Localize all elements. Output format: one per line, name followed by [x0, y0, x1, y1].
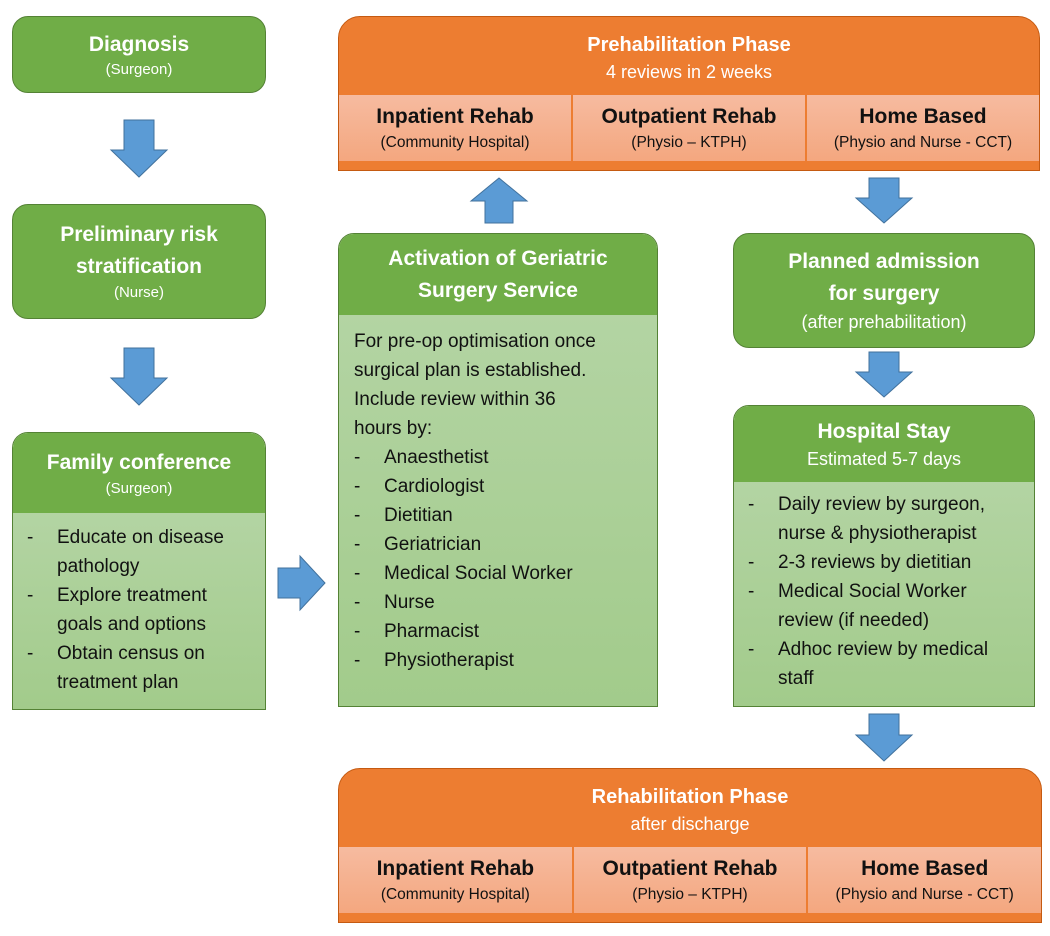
list-item: -Geriatrician	[354, 534, 482, 555]
arrow-down-icon	[109, 347, 169, 406]
activation-intro-line: Include review within 36	[354, 389, 556, 410]
diagnosis-box: Diagnosis (Surgeon)	[12, 16, 266, 93]
prehab-subtitle: 4 reviews in 2 weeks	[605, 62, 773, 82]
rehab-subtitle: after discharge	[630, 814, 750, 834]
list-item: -Pharmacist	[354, 621, 480, 642]
planned-subtitle: (after prehabilitation)	[801, 312, 967, 333]
risk-stratification-box: Preliminary risk stratification (Nurse)	[12, 204, 266, 319]
activation-title-line1: Activation of Geriatric	[388, 246, 608, 270]
arrow-down-icon	[854, 351, 914, 398]
activation-intro-line: hours by:	[354, 418, 433, 439]
diagnosis-role: (Surgeon)	[105, 61, 173, 79]
activation-intro-line: surgical plan is established.	[354, 360, 587, 381]
hospital-items: -Daily review by surgeon,nurse & physiot…	[734, 482, 1034, 706]
planned-title-line1: Planned admission	[788, 250, 980, 274]
list-item: -Anaesthetist	[354, 447, 489, 468]
prehab-option-home: Home Based (Physio and Nurse - CCT)	[807, 95, 1039, 161]
risk-title-line1: Preliminary risk	[60, 223, 218, 247]
family-role: (Surgeon)	[105, 479, 173, 497]
hospital-title: Hospital Stay	[817, 419, 951, 443]
rehab-option-inpatient: Inpatient Rehab (Community Hospital)	[339, 847, 574, 913]
arrow-down-icon	[854, 177, 914, 224]
rehab-option-home: Home Based (Physio and Nurse - CCT)	[808, 847, 1042, 913]
list-item: -Cardiologist	[354, 476, 485, 497]
activation-title-line2: Surgery Service	[418, 278, 578, 302]
activation-intro-line: For pre-op optimisation once	[354, 331, 596, 352]
prehabilitation-phase-box: Prehabilitation Phase 4 reviews in 2 wee…	[338, 16, 1040, 171]
list-item: -2-3 reviews by dietitian	[748, 552, 972, 573]
geriatric-surgery-activation-card: Activation of Geriatric Surgery Service …	[338, 233, 658, 707]
arrow-down-icon	[854, 713, 914, 762]
arrow-up-icon	[469, 177, 529, 224]
list-item: -Medical Social Worker	[354, 563, 573, 584]
hospital-subtitle: Estimated 5-7 days	[806, 448, 962, 469]
list-item: -Daily review by surgeon,nurse & physiot…	[748, 494, 985, 544]
risk-role: (Nurse)	[113, 284, 164, 302]
diagnosis-title: Diagnosis	[88, 32, 190, 56]
prehab-option-outpatient: Outpatient Rehab (Physio – KTPH)	[573, 95, 807, 161]
rehabilitation-phase-box: Rehabilitation Phase after discharge Inp…	[338, 768, 1042, 923]
risk-title-line2: stratification	[75, 255, 203, 279]
rehab-option-outpatient: Outpatient Rehab (Physio – KTPH)	[573, 847, 809, 913]
rehab-title: Rehabilitation Phase	[591, 786, 789, 808]
list-item: -Physiotherapist	[354, 650, 514, 671]
family-title: Family conference	[46, 451, 232, 475]
prehab-options: Inpatient Rehab (Community Hospital) Out…	[339, 95, 1039, 161]
arrow-right-icon	[277, 554, 326, 612]
prehab-title: Prehabilitation Phase	[587, 34, 791, 56]
family-conference-card: Family conference (Surgeon) -Educate on …	[12, 432, 266, 710]
hospital-stay-card: Hospital Stay Estimated 5-7 days -Daily …	[733, 405, 1035, 707]
planned-admission-box: Planned admission for surgery (after pre…	[733, 233, 1035, 348]
activation-body: For pre-op optimisation once surgical pl…	[339, 315, 657, 706]
rehab-options: Inpatient Rehab (Community Hospital) Out…	[339, 847, 1042, 913]
prehab-option-inpatient: Inpatient Rehab (Community Hospital)	[339, 95, 573, 161]
planned-title-line2: for surgery	[828, 282, 940, 306]
list-item: -Nurse	[354, 592, 435, 613]
list-item: -Dietitian	[354, 505, 453, 526]
arrow-down-icon	[109, 119, 169, 178]
